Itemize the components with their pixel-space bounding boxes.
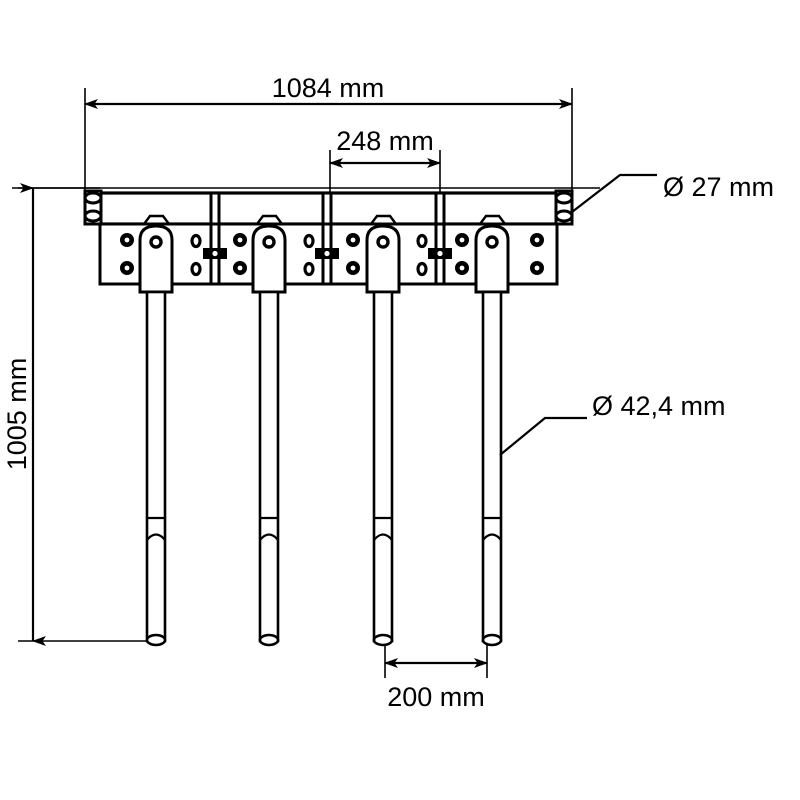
pivot-bolt-center-2: [324, 250, 330, 257]
leg-2-sleeve-edge: [259, 533, 279, 541]
bolt-center-5b: [534, 265, 540, 271]
hinge-left-pin-upper: [83, 191, 103, 205]
callout-labels: Ø 27 mm Ø 42,4 mm: [592, 172, 774, 421]
leg-tube-3: [372, 290, 394, 647]
leg-4-open-end: [481, 633, 503, 647]
leg-tube-1: [145, 290, 167, 647]
leg-pivot-bracket-4: [474, 224, 510, 294]
leg-pivot-brackets: [138, 224, 510, 294]
leg-1-upper-tube: [145, 290, 167, 643]
label-overall-height: 1005 mm: [2, 358, 32, 471]
open-hole-3b: [416, 261, 428, 277]
pivot-hole-1: [149, 235, 163, 249]
label-leg-pair-spacing: 248 mm: [336, 126, 434, 156]
callout-leaders: [499, 173, 657, 456]
leg-2-upper-tube: [258, 290, 280, 643]
divider-pivot-bolts: [203, 248, 452, 259]
leg-4-sleeve-edge: [482, 533, 502, 541]
label-leg-spacing-bottom: 200 mm: [387, 682, 485, 712]
hinge-left: [83, 189, 103, 226]
leg-4-upper-tube: [481, 290, 503, 643]
leader-line-leg-diameter: [499, 416, 587, 456]
bolt-center-4a: [459, 237, 465, 243]
hinge-right-pin-upper: [554, 191, 574, 205]
dimension-labels: 1084 mm 248 mm 1005 mm 200 mm: [2, 73, 485, 712]
leg-3-upper-tube: [372, 290, 394, 643]
bolt-center-2a: [237, 237, 243, 243]
leg-3-sleeve-edge: [373, 533, 393, 541]
label-hinge-pin-diameter: Ø 27 mm: [663, 172, 774, 202]
open-hole-2a: [303, 233, 315, 249]
divider-post-3: [434, 191, 446, 226]
hinge-right-pin-lower: [554, 209, 574, 223]
pivot-hole-4: [485, 235, 499, 249]
hinge-left-pin-lower: [83, 209, 103, 223]
label-overall-width: 1084 mm: [272, 73, 385, 103]
bolt-center-4b: [459, 265, 465, 271]
pivot-hole-2: [262, 235, 276, 249]
bolt-center-2b: [237, 265, 243, 271]
pivot-bracket-holes: [149, 235, 499, 249]
leg-pivot-bracket-2: [251, 224, 287, 294]
leg-pivot-bracket-1: [138, 224, 174, 294]
bracket-assembly: [12, 187, 600, 647]
open-hole-3a: [416, 233, 428, 249]
leg-1-open-end: [145, 633, 167, 647]
plate-bolt-heads: [120, 233, 544, 275]
divider-post-1: [209, 191, 221, 226]
leg-tube-2: [258, 290, 280, 647]
divider-post-2: [321, 191, 333, 226]
open-hole-2b: [303, 261, 315, 277]
small-open-holes: [190, 233, 428, 277]
bolt-center-3a: [350, 237, 356, 243]
bolt-center-1b: [124, 265, 130, 271]
bolt-center-1a: [124, 237, 130, 243]
leader-line-hinge-diameter: [571, 173, 657, 213]
pivot-hole-3: [376, 235, 390, 249]
open-hole-1b: [190, 261, 202, 277]
leg-3-open-end: [372, 633, 394, 647]
leg-tubes: [145, 290, 503, 647]
end-hinge-knuckles: [83, 189, 574, 226]
pivot-bolt-center-3: [437, 250, 443, 257]
hinge-right: [554, 189, 574, 226]
leg-2-open-end: [258, 633, 280, 647]
leg-tube-4: [481, 290, 503, 647]
leg-1-sleeve-edge: [146, 533, 166, 541]
bolt-center-5a: [534, 237, 540, 243]
dimension-lines: [20, 99, 573, 668]
label-leg-tube-diameter: Ø 42,4 mm: [592, 391, 726, 421]
open-hole-1a: [190, 233, 202, 249]
leg-pivot-bracket-3: [365, 224, 401, 294]
bolt-center-3b: [350, 265, 356, 271]
pivot-bolt-center-1: [212, 250, 218, 257]
